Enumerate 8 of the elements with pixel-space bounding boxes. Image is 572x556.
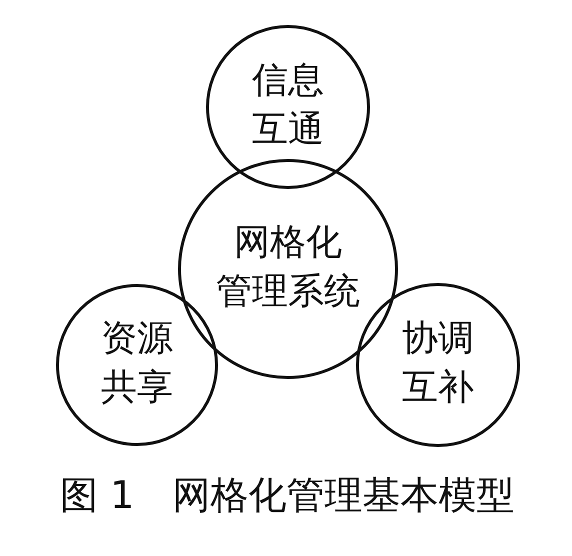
circle-node <box>56 284 218 446</box>
circle-node <box>206 25 370 189</box>
node-label: 信息互通 <box>252 59 324 152</box>
figure-caption: 图 1 网格化管理基本模型 <box>60 473 514 517</box>
node-label: 协调互补 <box>402 317 474 410</box>
circle-node <box>178 159 398 379</box>
node-label: 资源共享 <box>101 317 173 410</box>
node-label: 网格化管理系统 <box>216 221 360 314</box>
